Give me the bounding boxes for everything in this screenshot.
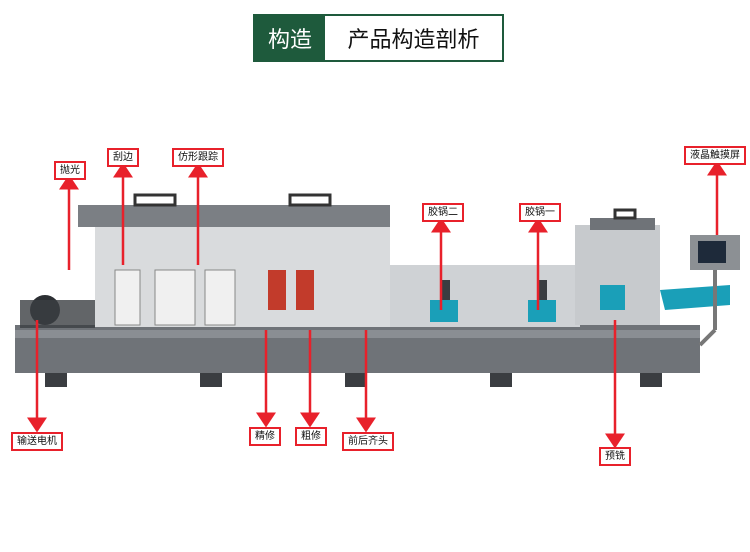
label-glue-pot-1: 胶锅一	[519, 203, 561, 222]
label-polish: 抛光	[54, 161, 86, 180]
label-fine-trim: 精修	[249, 427, 281, 446]
label-end-trim: 前后齐头	[342, 432, 394, 451]
label-rough-trim: 粗修	[295, 427, 327, 446]
label-conveyor-motor: 输送电机	[11, 432, 63, 451]
label-profile-tracking: 仿形跟踪	[172, 148, 224, 167]
label-lcd-touch-screen: 液晶触摸屏	[684, 146, 746, 165]
label-pre-milling: 预铣	[599, 447, 631, 466]
label-edge-scrape: 刮边	[107, 148, 139, 167]
header-title: 产品构造剖析	[347, 28, 480, 53]
label-glue-pot-2: 胶锅二	[422, 203, 464, 222]
section-header: 构造 产品构造剖析	[253, 14, 504, 62]
header-tag: 构造	[255, 16, 325, 60]
